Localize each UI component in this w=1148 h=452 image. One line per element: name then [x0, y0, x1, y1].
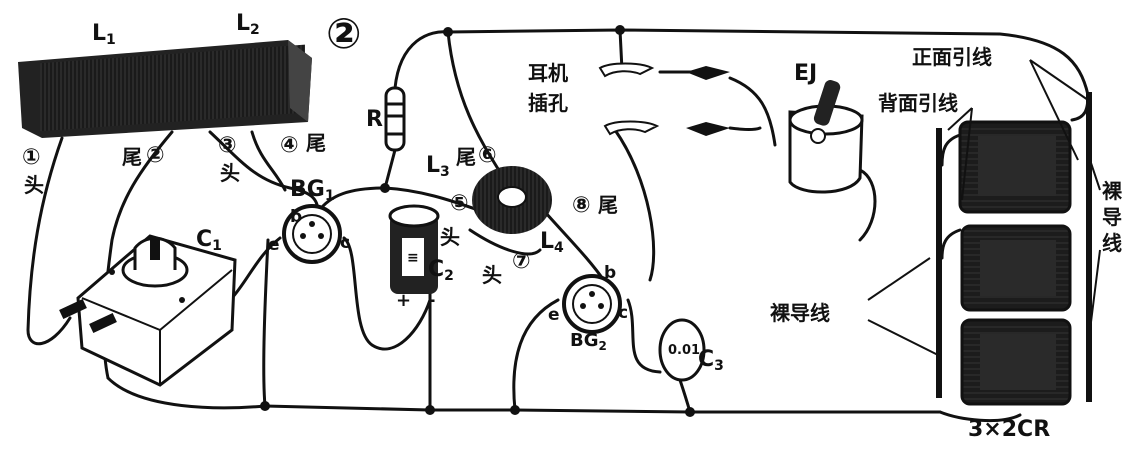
front-lead-label: 正面引线 — [912, 45, 992, 69]
terminal-2: ② — [146, 143, 165, 168]
terminal-3-head: 头 — [220, 161, 240, 185]
terminal-7: ⑦ — [512, 249, 531, 274]
terminal-4: ④ — [280, 133, 299, 158]
l4-label: L — [540, 229, 554, 254]
variable-capacitor-c1 — [59, 234, 237, 387]
terminal-1: ① — [22, 145, 41, 170]
l3-tail: 尾 — [456, 145, 476, 169]
terminal-1-head: 头 — [24, 173, 44, 197]
battery-pack — [936, 92, 1092, 406]
c3-sub: 3 — [714, 358, 724, 374]
ej-label: EJ — [794, 61, 817, 86]
l3-label: L — [426, 153, 440, 178]
bg1-pin-b: b — [290, 207, 302, 227]
battery-label: 3×2CR — [968, 417, 1050, 442]
capacitor-c3 — [658, 318, 706, 382]
bg1-pin-c: c — [340, 233, 350, 253]
terminal-2-tail: 尾 — [122, 145, 142, 169]
back-lead-label: 背面引线 — [878, 91, 958, 115]
terminal-6: ⑥ — [478, 143, 497, 168]
l3-sub: 3 — [440, 164, 450, 180]
earphone-ej — [788, 80, 864, 194]
terminal-8-tail: 尾 — [598, 193, 618, 217]
l2-label: L — [236, 11, 250, 36]
terminal-7-head: 头 — [482, 263, 502, 287]
bg2-pin-c: c — [618, 303, 628, 323]
terminal-4-tail: 尾 — [306, 131, 326, 155]
bare-wire-v2: 导 — [1102, 205, 1122, 229]
bg2-pin-b: b — [604, 263, 616, 283]
svg-text:≡: ≡ — [407, 250, 419, 266]
jack-label: 插孔 — [528, 91, 568, 115]
bg2-sub: 2 — [599, 339, 607, 353]
bg1-sub: 1 — [325, 188, 335, 204]
earphone-label: 耳机 — [528, 61, 568, 85]
svg-text:L1: L1 — [92, 21, 116, 48]
l2-sub: 2 — [250, 22, 260, 38]
terminal-5: ⑤ — [450, 191, 469, 216]
bg1-pin-e: e — [268, 235, 280, 255]
bg2-label: BG — [570, 330, 599, 351]
toroid-l3 — [472, 166, 552, 234]
svg-text:L3: L3 — [426, 153, 450, 180]
bare-wire-label: 裸导线 — [770, 301, 830, 325]
bare-wire-v1: 裸 — [1102, 179, 1123, 203]
svg-text:C1: C1 — [196, 227, 222, 254]
transistor-bg1 — [282, 204, 342, 264]
svg-text:L4: L4 — [540, 229, 564, 256]
l4-sub: 4 — [554, 240, 564, 256]
c2-minus: - — [428, 290, 435, 311]
l1-label: L — [92, 21, 106, 46]
svg-text:BG2: BG2 — [570, 330, 607, 353]
ferrite-rod-coil — [18, 40, 312, 138]
terminal-3: ③ — [218, 133, 237, 158]
c1-label: C — [196, 227, 212, 252]
junction-dots — [260, 25, 695, 417]
c2-plus: + — [396, 290, 411, 311]
transistor-bg2 — [562, 274, 622, 334]
earphone-jack — [598, 62, 730, 136]
l1-sub: 1 — [106, 32, 116, 48]
svg-text:L2: L2 — [236, 11, 260, 38]
annotation-pointers — [867, 59, 1101, 356]
svg-text:BG1: BG1 — [290, 177, 335, 204]
c3-value: 0.01 — [668, 343, 700, 358]
c2-sub: 2 — [444, 268, 454, 284]
bg2-pin-e: e — [548, 305, 560, 325]
bg1-label: BG — [290, 177, 325, 202]
text-labels: ② L1 L2 ① 头 尾 ② ③ 头 ④ 尾 BG1 b e c C1 R C… — [22, 9, 1123, 442]
bare-wire-v3: 线 — [1102, 231, 1122, 255]
terminal-8: ⑧ — [572, 193, 591, 218]
terminal-5-head: 头 — [440, 225, 460, 249]
svg-text:C3: C3 — [698, 347, 724, 374]
c3-label: C — [698, 347, 714, 372]
resistor-r — [384, 86, 406, 152]
figure-number: ② — [326, 9, 362, 58]
electrolytic-capacitor-c2: ≡ — [388, 204, 440, 294]
svg-text:C2: C2 — [428, 257, 454, 284]
r-label: R — [366, 107, 383, 132]
c1-sub: 1 — [212, 238, 222, 254]
c2-label: C — [428, 257, 444, 282]
